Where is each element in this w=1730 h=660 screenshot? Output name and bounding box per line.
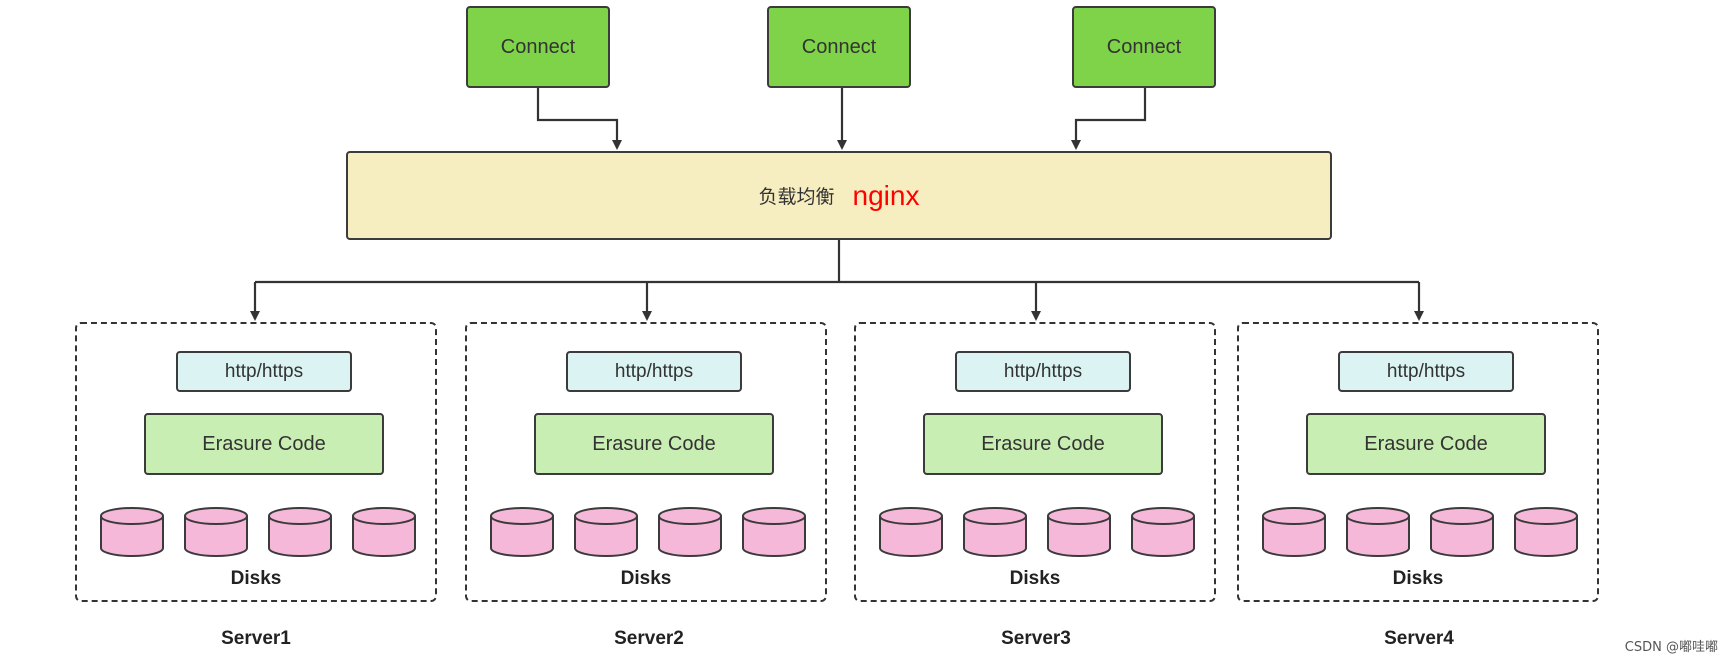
- disks-label: Disks: [1392, 568, 1444, 589]
- disk-icon: [742, 507, 806, 557]
- disk-icon: [490, 507, 554, 557]
- disk-icon: [1131, 507, 1195, 557]
- connect-node-3: Connect: [1072, 6, 1216, 88]
- connector-connect1-nginx: [536, 87, 622, 150]
- disk-icon: [268, 507, 332, 557]
- connector-connect3-nginx: [1071, 87, 1147, 150]
- protocol-box: http/https: [176, 351, 352, 392]
- server-3-label: Server3: [1001, 628, 1071, 649]
- server-1-box: http/https Erasure Code Disks: [75, 322, 437, 602]
- server-4-box: http/https Erasure Code Disks: [1237, 322, 1599, 602]
- server-2-box: http/https Erasure Code Disks: [465, 322, 827, 602]
- connect-node-2: Connect: [767, 6, 911, 88]
- load-balancer-box: 负载均衡 nginx: [346, 151, 1332, 240]
- protocol-box: http/https: [1338, 351, 1514, 392]
- watermark: CSDN @嘟哇嘟: [1624, 640, 1718, 655]
- disk-icon: [1430, 507, 1494, 557]
- erasure-code-box: Erasure Code: [1306, 413, 1546, 475]
- erasure-code-box: Erasure Code: [534, 413, 774, 475]
- disk-icon: [184, 507, 248, 557]
- server-4-label: Server4: [1384, 628, 1454, 649]
- erasure-code-box: Erasure Code: [923, 413, 1163, 475]
- load-balancer-label: 负载均衡: [758, 186, 835, 208]
- disks-label: Disks: [1009, 568, 1061, 589]
- disk-icon: [658, 507, 722, 557]
- protocol-box: http/https: [955, 351, 1131, 392]
- server-3-box: http/https Erasure Code Disks: [854, 322, 1216, 602]
- connect-node-1: Connect: [466, 6, 610, 88]
- erasure-code-box: Erasure Code: [144, 413, 384, 475]
- disk-icon: [963, 507, 1027, 557]
- disk-icon: [1346, 507, 1410, 557]
- nginx-label: nginx: [852, 179, 920, 211]
- disks-label: Disks: [230, 568, 282, 589]
- disk-icon: [100, 507, 164, 557]
- disk-icon: [574, 507, 638, 557]
- disk-icon: [352, 507, 416, 557]
- disk-icon: [1047, 507, 1111, 557]
- disks-label: Disks: [620, 568, 672, 589]
- disk-icon: [1262, 507, 1326, 557]
- protocol-box: http/https: [566, 351, 742, 392]
- server-1-label: Server1: [221, 628, 291, 649]
- disk-icon: [879, 507, 943, 557]
- server-2-label: Server2: [614, 628, 684, 649]
- disk-icon: [1514, 507, 1578, 557]
